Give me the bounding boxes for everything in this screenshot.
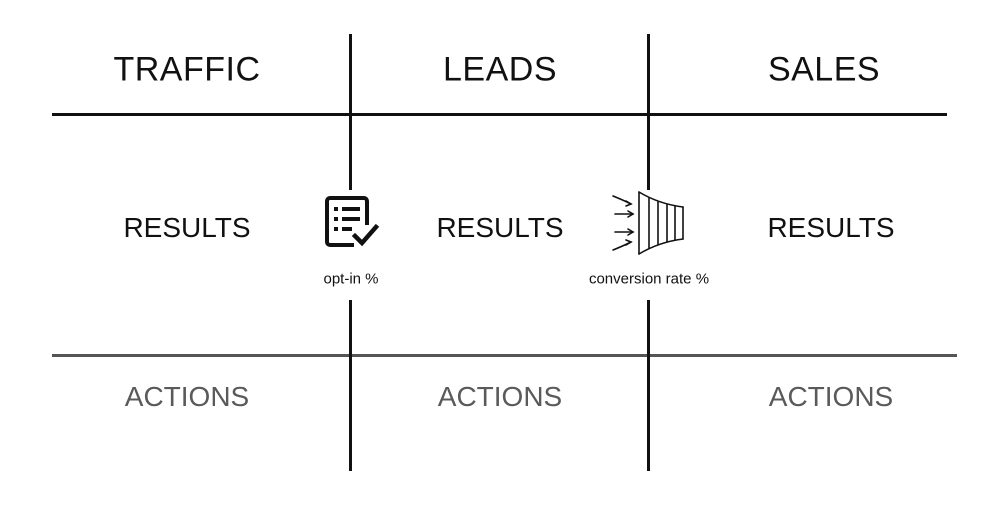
column-header-sales: SALES [767, 50, 881, 89]
opt-in-rate-label: opt-in % [323, 270, 379, 288]
column-header-traffic: TRAFFIC [113, 50, 261, 89]
results-label-leads: RESULTS [436, 212, 564, 243]
column-divider-1-upper [349, 34, 352, 190]
results-label-traffic: RESULTS [123, 212, 251, 243]
column-divider-1-lower [349, 300, 352, 471]
column-divider-2-lower [647, 300, 650, 471]
actions-label-leads: ACTIONS [437, 381, 563, 412]
actions-label-traffic: ACTIONS [124, 381, 250, 412]
results-label-sales: RESULTS [767, 212, 895, 243]
header-divider-line [52, 113, 947, 116]
actions-divider-line [52, 354, 957, 357]
conversion-rate-label: conversion rate % [588, 270, 710, 288]
column-divider-2-upper [647, 34, 650, 190]
actions-label-sales: ACTIONS [768, 381, 894, 412]
column-header-leads: LEADS [443, 50, 557, 89]
checklist-icon [324, 195, 380, 256]
funnel-icon [607, 190, 691, 261]
